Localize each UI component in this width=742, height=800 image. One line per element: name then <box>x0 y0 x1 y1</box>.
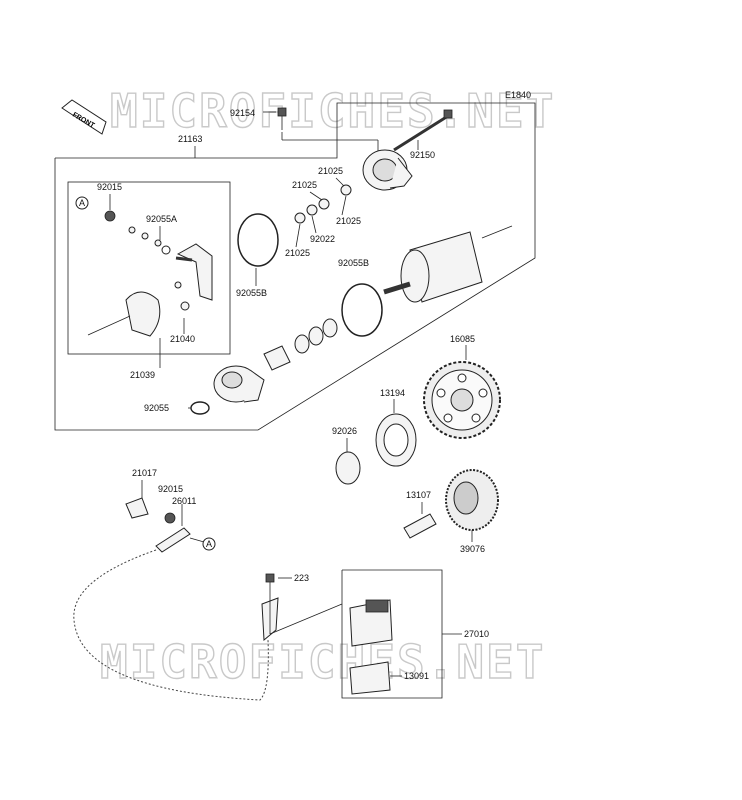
label-21025-a: 21025 <box>318 166 343 176</box>
label-13091: 13091 <box>404 671 429 681</box>
one-way-clutch-13194 <box>375 413 417 467</box>
relay-cover-13091 <box>349 661 391 695</box>
terminal-parts <box>125 480 205 553</box>
callout-a-top-letter: A <box>79 198 85 208</box>
callout-a-top <box>75 196 89 210</box>
label-223: 223 <box>294 573 309 583</box>
label-27010: 27010 <box>464 629 489 639</box>
washer-stack <box>294 184 352 224</box>
shaft-13107 <box>403 513 437 539</box>
callout-a-bottom <box>202 537 216 551</box>
starter-cable <box>73 549 269 701</box>
watermark-top: MICROFICHES.NET <box>110 84 555 138</box>
starter-motor-yoke <box>383 225 513 303</box>
label-92150: 92150 <box>410 150 435 160</box>
label-21163: 21163 <box>178 134 202 144</box>
label-21025-d: 21025 <box>285 248 310 258</box>
label-92015-b: 92015 <box>158 484 183 494</box>
bolt-92150 <box>393 109 453 152</box>
label-92015-a: 92015 <box>97 182 122 192</box>
label-16085: 16085 <box>450 334 475 344</box>
brush-holder-parts <box>87 210 213 337</box>
label-92055b-right: 92055B <box>338 258 369 268</box>
label-21025-b: 21025 <box>292 180 317 190</box>
o-ring-92055b-right <box>341 283 383 337</box>
o-ring-92055b-left <box>237 213 279 267</box>
end-cover <box>362 149 413 191</box>
label-21039: 21039 <box>130 370 155 380</box>
callout-a-bottom-letter: A <box>206 539 212 549</box>
washer-row <box>263 318 338 371</box>
brush-holder-box <box>67 181 231 355</box>
bolt-92154 <box>263 107 379 152</box>
label-92055: 92055 <box>144 403 169 413</box>
washer-92026 <box>335 451 361 485</box>
label-13194: 13194 <box>380 388 405 398</box>
label-39076: 39076 <box>460 544 485 554</box>
label-92055b-left: 92055B <box>236 288 267 298</box>
starter-relay <box>349 599 393 647</box>
label-21025-c: 21025 <box>336 216 361 226</box>
watermark-bottom: MICROFICHES.NET <box>100 635 545 689</box>
label-13107: 13107 <box>406 490 431 500</box>
front-housing <box>213 365 265 403</box>
label-92026: 92026 <box>332 426 357 436</box>
label-92055a: 92055A <box>146 214 177 224</box>
front-arrow-icon: FRONT <box>61 99 107 135</box>
label-92022: 92022 <box>310 234 335 244</box>
label-21040: 21040 <box>170 334 195 344</box>
idle-gear-39076 <box>445 469 499 531</box>
label-21017: 21017 <box>132 468 157 478</box>
starter-assembly-outline <box>54 102 536 431</box>
label-26011: 26011 <box>172 496 196 506</box>
label-92154: 92154 <box>230 108 255 118</box>
starter-gear-16085 <box>423 361 501 439</box>
bolt-223 <box>261 573 343 642</box>
diagram-code: E1840 <box>505 90 531 100</box>
relay-box <box>341 569 443 699</box>
o-ring-92055 <box>190 401 210 415</box>
